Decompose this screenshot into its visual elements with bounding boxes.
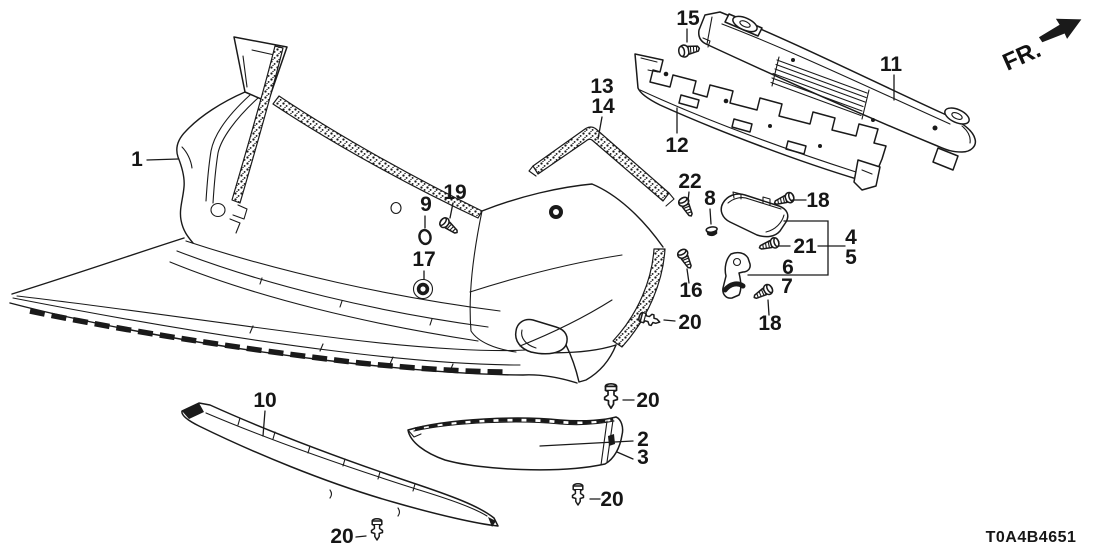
callouts-layer: 1234567891011121314151617181819202020202… (131, 7, 902, 548)
part-callout-12: 12 (665, 134, 688, 157)
reflector-bracket-part (722, 251, 751, 299)
reflector-part (720, 191, 789, 238)
part-callout-19: 19 (443, 181, 466, 204)
grommet-9 (418, 228, 432, 246)
fastener-screw-16 (675, 246, 696, 272)
part-callout-18: 18 (758, 312, 782, 335)
leader-lines (146, 28, 895, 538)
bumper-arch-band (612, 248, 666, 348)
bumper-sensor-grommet (549, 205, 563, 219)
fastener-clip-20d (370, 518, 384, 541)
part-callout-9: 9 (420, 193, 432, 216)
fastener-nut-8 (705, 225, 719, 238)
fastener-screw-19 (437, 215, 462, 238)
part-callout-18: 18 (806, 189, 830, 212)
bumper-hole (390, 201, 402, 215)
grommet-17 (412, 278, 434, 300)
part-callout-7: 7 (781, 275, 793, 298)
bumper-hole (210, 202, 226, 218)
part-callout-2: 2 (637, 428, 649, 451)
part-callout-11: 11 (880, 53, 903, 76)
part-callout-10: 10 (253, 389, 276, 412)
fastener-screw-18b (750, 282, 776, 303)
part-callout-20: 20 (636, 389, 659, 412)
part-callout-14: 14 (591, 95, 615, 118)
part-callout-20: 20 (600, 488, 623, 511)
part-callout-17: 17 (412, 248, 435, 271)
fastener-screw-21 (757, 235, 782, 254)
part-callout-15: 15 (676, 7, 700, 30)
fastener-bolt-15 (677, 41, 702, 59)
part-callout-22: 22 (678, 170, 701, 193)
part-callout-5: 5 (845, 246, 857, 269)
bumper-reinforcement-beam-part (698, 11, 977, 171)
fasteners (370, 41, 797, 541)
fastener-clip-20b (603, 382, 619, 410)
bumper-molding-strip (29, 308, 509, 375)
part-callout-6: 6 (782, 256, 794, 279)
diagram-code: T0A4B4651 (986, 529, 1077, 546)
fastener-screw-22 (676, 194, 697, 220)
fr-label: FR. (999, 36, 1045, 76)
part-callout-3: 3 (637, 446, 649, 469)
part-callout-20: 20 (678, 311, 701, 334)
part-callout-13: 13 (590, 75, 613, 98)
fastener-clip-20a (637, 310, 662, 329)
fr-direction-group: FR. (999, 18, 1082, 77)
part-callout-1: 1 (131, 148, 143, 171)
fr-arrow-icon (1038, 18, 1082, 43)
group-bracket-box (747, 220, 829, 276)
part-callout-4: 4 (845, 226, 857, 249)
part-callout-16: 16 (679, 279, 702, 302)
lower-garnish-left-part (181, 402, 499, 527)
part-callout-20: 20 (330, 525, 353, 548)
fastener-clip-20c (571, 483, 585, 506)
lower-garnish-right-part (407, 416, 624, 471)
part-callout-21: 21 (793, 235, 817, 258)
rear-bumper-face-part (9, 36, 666, 384)
bumper-absorber-part (634, 53, 887, 191)
bumper-side-spacer-part (528, 126, 675, 207)
part-callout-8: 8 (704, 187, 716, 210)
